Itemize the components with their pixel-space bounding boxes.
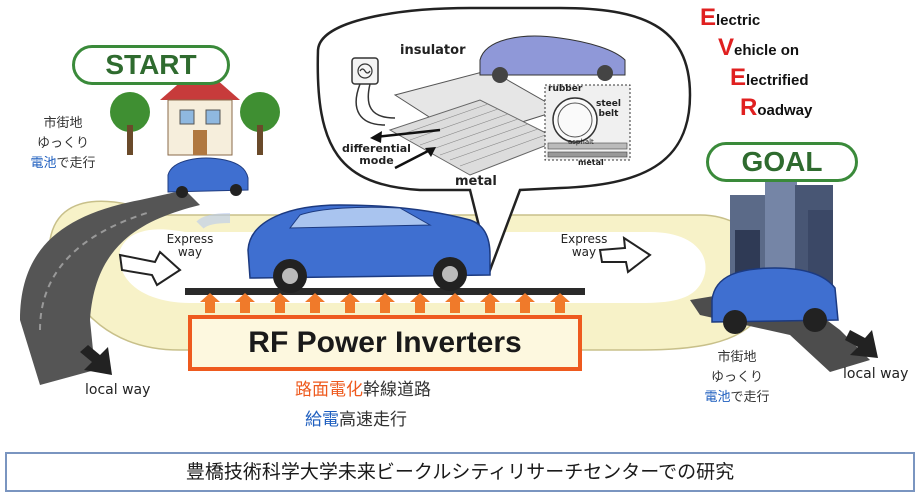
goal-caption: 市街地 ゆっくり 電池で走行 (697, 348, 777, 408)
differential-line2: mode (359, 154, 394, 167)
acronym-rest-1: lectric (716, 12, 761, 29)
acronym-rest-2: ehicle on (734, 42, 800, 59)
house-icon (160, 65, 240, 156)
acronym-line-4: Roadway (740, 94, 812, 122)
right-way-arrow (598, 236, 652, 274)
start-car-icon (167, 157, 249, 198)
goal-car-icon (711, 267, 839, 334)
left-road (20, 190, 200, 385)
left-way-arrow (118, 250, 182, 287)
start-label: START (72, 45, 230, 85)
socket-icon (351, 57, 396, 126)
goal-caption-line2: ゆっくり (710, 370, 763, 385)
expressway-right-line2: way (571, 245, 597, 259)
steel-line1: steel (596, 99, 621, 109)
expressway-left-line1: Express (166, 232, 214, 246)
acronym-line-3: Electrified (730, 64, 809, 92)
steel-belt-label: steel belt (596, 99, 621, 119)
asphalt-label: asphalt (568, 138, 594, 146)
goal-caption-line1: 市街地 (717, 350, 757, 365)
goal-caption-run: で走行 (730, 390, 770, 405)
left-local-arrow (80, 345, 112, 375)
subtitle-line2-rest: 高速走行 (339, 410, 407, 430)
goal-caption-line3: 電池で走行 (697, 388, 777, 408)
expressway-left-line2: way (177, 245, 203, 259)
power-arrows (200, 293, 570, 313)
start-caption-battery: 電池 (30, 156, 57, 171)
right-local-arrow (845, 330, 878, 358)
differential-label: differential mode (342, 143, 411, 167)
acronym-cap-3: E (730, 64, 747, 91)
start-caption-line1: 市街地 (43, 116, 83, 131)
start-caption-run: で走行 (56, 156, 96, 171)
local-way-left: local way (85, 382, 151, 398)
tree-icon (110, 92, 280, 155)
steel-line2: belt (598, 109, 619, 119)
electrified-road (185, 288, 585, 295)
subtitle-line2: 給電高速走行 (305, 405, 407, 430)
main-car-icon (196, 204, 491, 293)
subtitle-line1-highlight: 路面電化 (295, 380, 363, 400)
expressway-right-label: Express way (556, 233, 612, 259)
acronym-rest-3: lectrified (746, 72, 809, 89)
start-caption-line3: 電池で走行 (28, 154, 98, 174)
insulator-label: insulator (400, 43, 466, 58)
expressway-right-line1: Express (560, 232, 608, 246)
bubble-car (479, 35, 626, 83)
acronym-cap-4: R (740, 94, 758, 121)
metal-label: metal (455, 174, 497, 189)
subtitle-line1-rest: 幹線道路 (363, 380, 431, 400)
subtitle-line1: 路面電化幹線道路 (295, 375, 431, 400)
acronym-line-1: Electric (700, 4, 760, 32)
goal-label: GOAL (706, 142, 858, 182)
research-center-banner: 豊橋技術科学大学未来ビークルシティリサーチセンターでの研究 (5, 452, 915, 492)
local-way-right: local way (843, 366, 909, 382)
acronym-line-2: Vehicle on (718, 34, 799, 62)
acronym-rest-4: oadway (757, 102, 813, 119)
expressway-left-label: Express way (162, 233, 218, 259)
goal-caption-battery: 電池 (704, 390, 731, 405)
acronym-cap-1: E (700, 4, 717, 31)
acronym-cap-2: V (718, 34, 735, 61)
metal-small-label: metal (578, 158, 604, 167)
start-caption: 市街地 ゆっくり 電池で走行 (28, 114, 98, 174)
subtitle-line2-highlight: 給電 (305, 410, 339, 430)
rubber-label: rubber (548, 84, 583, 94)
differential-line1: differential (342, 142, 411, 155)
start-caption-line2: ゆっくり (36, 136, 89, 151)
rf-power-inverters-box: RF Power Inverters (188, 315, 582, 371)
